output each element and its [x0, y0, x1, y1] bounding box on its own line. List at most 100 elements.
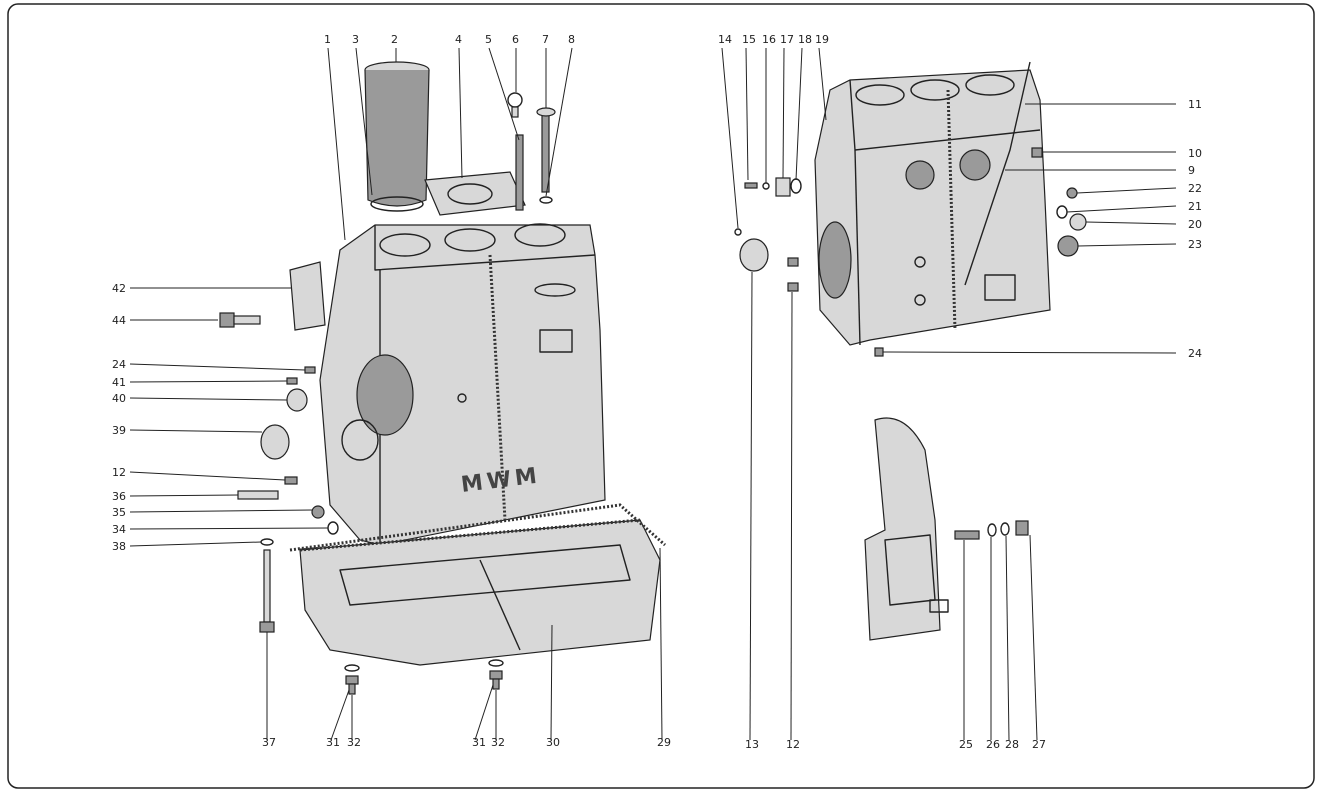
callout-label: 35	[112, 506, 126, 519]
plug-right-b	[787, 282, 799, 292]
callout-label: 42	[112, 282, 126, 295]
leader-line	[488, 47, 520, 141]
callout-label: 18	[798, 33, 812, 46]
callout-label: 6	[512, 33, 519, 46]
cover-screw	[219, 312, 261, 328]
callout-label: 37	[262, 736, 276, 749]
callout-label: 20	[1188, 218, 1202, 231]
leader-line	[550, 624, 553, 741]
callout-label: 25	[959, 738, 973, 751]
callout-label: 22	[1188, 182, 1202, 195]
callout-label: 28	[1005, 738, 1019, 751]
sump-bolt-right	[488, 659, 504, 690]
dipstick-tube	[263, 549, 271, 623]
leader-line	[129, 429, 263, 433]
leader-line	[782, 47, 785, 179]
ring-18	[790, 178, 802, 194]
callouts-left-side: 42 44 24 41 40 39 12 36 35 34 38	[112, 282, 126, 553]
leader-line	[129, 397, 288, 401]
detail-stud	[954, 530, 980, 540]
callout-label: 24	[112, 358, 126, 371]
washer-16	[762, 182, 770, 190]
callout-label: 24	[1188, 347, 1202, 360]
leader-line	[129, 380, 288, 383]
callout-label: 31	[326, 736, 340, 749]
side-cover-gasket	[289, 261, 326, 331]
callout-label: 8	[568, 33, 575, 46]
head-bolt	[541, 111, 550, 193]
callout-label: 2	[391, 33, 398, 46]
plate-17	[775, 177, 791, 197]
callout-label: 34	[112, 523, 126, 536]
plug-24-right	[874, 347, 884, 357]
pin-14	[734, 228, 742, 236]
leader-line	[129, 527, 329, 530]
leader-line	[129, 363, 306, 371]
head-gasket-bore	[447, 183, 493, 205]
head-bolt-hex	[536, 107, 556, 117]
callout-label: 7	[542, 33, 549, 46]
callouts-left-top: 1 3 2 4 5 6 7 8	[324, 33, 575, 46]
callout-label: 38	[112, 540, 126, 553]
detail-nut-27	[1015, 520, 1029, 536]
leader-line	[790, 291, 793, 741]
screw-15	[744, 182, 758, 189]
callout-label: 11	[1188, 98, 1202, 111]
callout-label: 10	[1188, 147, 1202, 160]
leader-line	[1077, 243, 1177, 247]
leader-line	[330, 689, 350, 741]
bush-small	[286, 388, 308, 412]
leader-line	[129, 541, 262, 547]
plug-10	[1031, 147, 1043, 158]
leader-line	[1085, 221, 1177, 225]
callouts-detail: 25 26 28 27	[959, 738, 1046, 751]
callout-label: 5	[485, 33, 492, 46]
detail-inset	[864, 417, 1029, 641]
washer	[539, 196, 553, 204]
leader-line	[721, 47, 739, 229]
callout-label: 14	[718, 33, 732, 46]
threaded-stud	[237, 490, 279, 500]
washer-21	[1056, 205, 1068, 219]
callout-label: 1	[324, 33, 331, 46]
callout-label: 12	[112, 466, 126, 479]
callout-label: 44	[112, 314, 126, 327]
callout-label: 4	[455, 33, 462, 46]
leader-line	[129, 509, 313, 513]
washer-34	[327, 521, 339, 535]
callout-label: 39	[112, 424, 126, 437]
callout-label: 19	[815, 33, 829, 46]
dipstick-cap	[259, 621, 275, 633]
detail-washer-26	[987, 523, 997, 537]
leader-line	[355, 47, 373, 196]
plug-20	[1069, 213, 1087, 231]
callouts-left-bottom: 37 31 32 31 32 30 29	[262, 736, 671, 749]
crankcase-block	[319, 223, 606, 546]
bush-large	[260, 424, 290, 460]
leader-line	[1066, 205, 1177, 213]
leader-line	[1076, 187, 1177, 194]
sump-bolt-left	[344, 664, 360, 695]
callout-label: 21	[1188, 200, 1202, 213]
leader-line	[545, 47, 573, 197]
callout-label: 16	[762, 33, 776, 46]
plug-small	[286, 377, 298, 385]
leader-line	[795, 47, 803, 181]
callout-label: 41	[112, 376, 126, 389]
plug-35	[311, 505, 325, 519]
leader-line	[659, 547, 663, 741]
cylinder-liner	[364, 61, 430, 212]
callout-label: 26	[986, 738, 1000, 751]
leader-line	[745, 47, 749, 181]
detail-washer-28	[1000, 522, 1010, 536]
leader-line	[474, 684, 494, 741]
callout-label: 23	[1188, 238, 1202, 251]
callout-label: 30	[546, 736, 560, 749]
leader-line	[818, 47, 827, 121]
plug-side	[284, 476, 298, 485]
callout-label: 31	[472, 736, 486, 749]
head-gasket	[424, 171, 526, 216]
callout-label: 12	[786, 738, 800, 751]
